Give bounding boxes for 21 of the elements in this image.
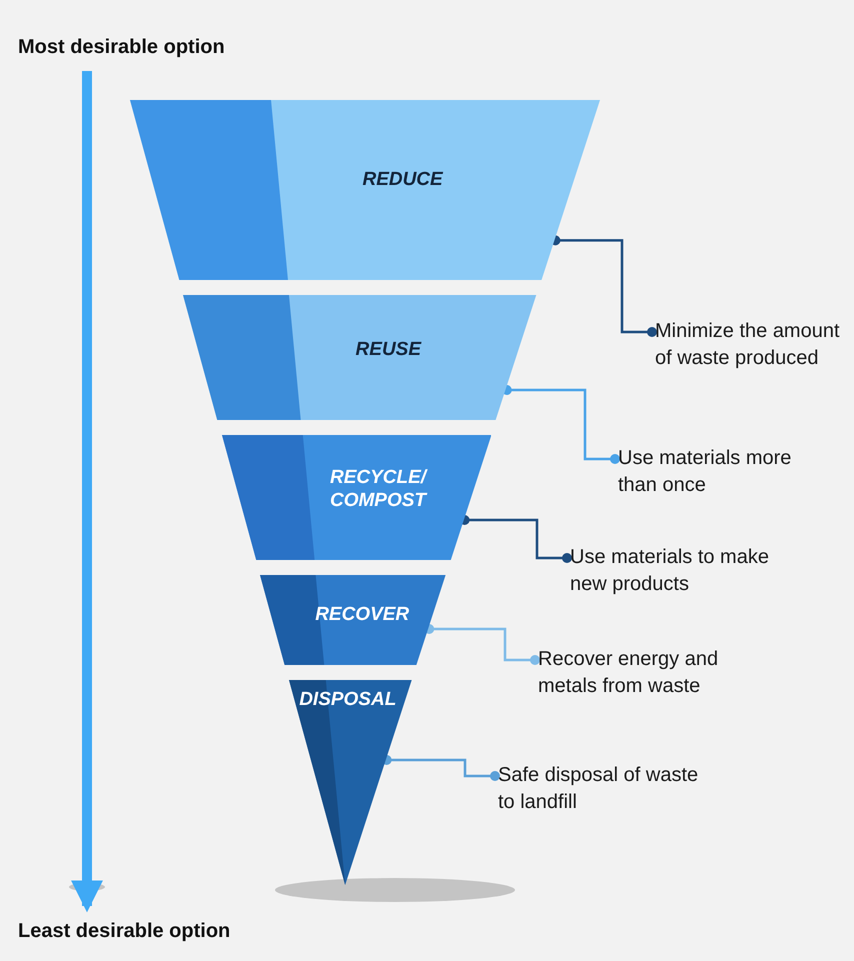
description-text: Minimize the amount of waste produced: [655, 318, 850, 372]
description-text: Use materials to make new products: [570, 544, 785, 598]
tier-label: RECYCLE/ COMPOST: [328, 467, 428, 513]
arrow: [71, 71, 103, 912]
tier-label: RECOVER: [314, 604, 410, 626]
pyramid-tier: [288, 680, 412, 885]
description-text: Recover energy and metals from waste: [538, 646, 733, 700]
description-text: Use materials more than once: [618, 445, 798, 499]
tier-label: REUSE: [354, 339, 422, 362]
pyramid-tier: [130, 100, 600, 280]
pyramid-tier: [222, 435, 492, 560]
pyramid-tier: [260, 575, 446, 665]
scale-label: Least desirable option: [18, 920, 230, 943]
scale-label: Most desirable option: [18, 36, 225, 59]
leader-line: [502, 385, 620, 464]
tier-label: REDUCE: [361, 169, 444, 192]
leader-line: [550, 235, 657, 337]
leader-line: [424, 624, 540, 665]
pyramid-tier: [183, 295, 537, 420]
tier-label: DISPOSAL: [298, 688, 398, 712]
description-text: Safe disposal of waste to landfill: [498, 762, 708, 816]
